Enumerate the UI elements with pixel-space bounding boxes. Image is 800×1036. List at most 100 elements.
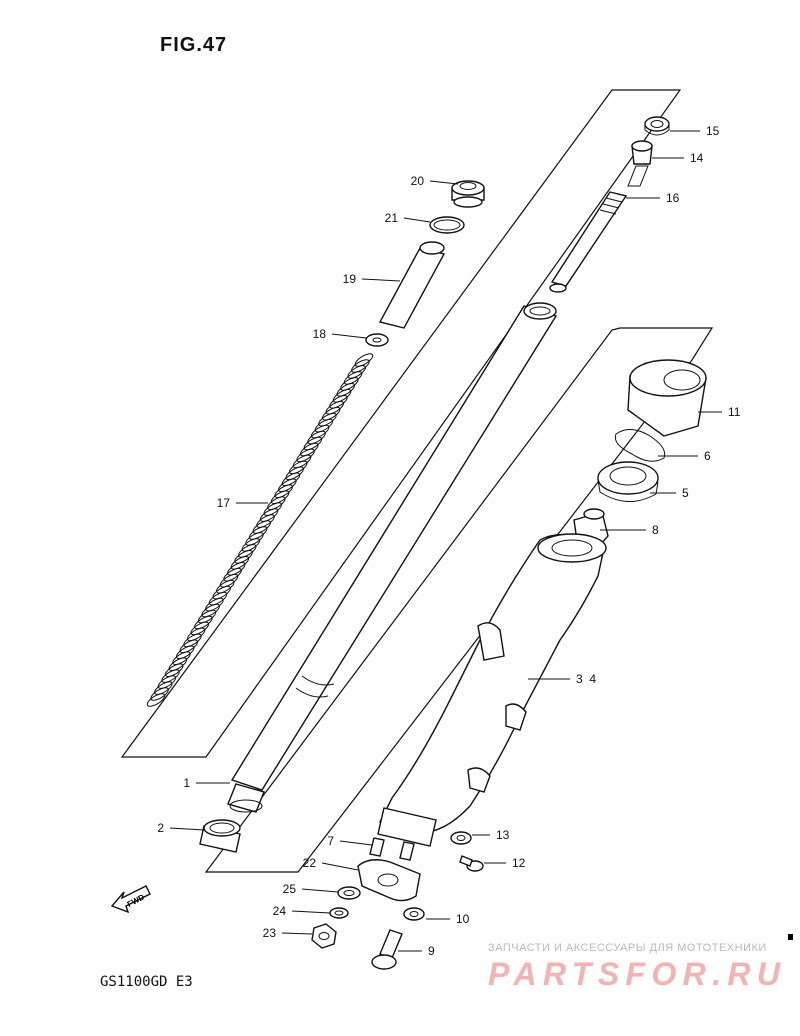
part-label: 24 (273, 904, 287, 918)
watermark-tagline: ЗАПЧАСТИ И АКСЕССУАРЫ ДЛЯ МОТОТЕХНИКИ (488, 942, 767, 954)
damper-rod (549, 191, 628, 293)
spring-coil (332, 389, 352, 403)
o-ring (429, 216, 465, 234)
spring-coil (201, 603, 220, 618)
cap-ring (644, 116, 670, 136)
part-label: 17 (217, 496, 231, 510)
spring-coil (197, 609, 217, 624)
watermark-logo: PARTSFOR.RU (488, 956, 781, 990)
leader-line (321, 862, 359, 871)
spring-coil (285, 466, 304, 481)
cap-bolt (451, 180, 485, 208)
spring-coil (340, 377, 359, 391)
spring-coil (234, 550, 253, 564)
part-label: 3 4 (576, 672, 596, 686)
spring-coil (270, 490, 290, 504)
leader-line (169, 827, 205, 831)
spring-coil (336, 383, 356, 397)
inner-tube (227, 302, 558, 813)
dust-seal (627, 359, 707, 437)
spring-coil (267, 496, 286, 510)
spring-coil (281, 472, 301, 487)
spring-coil (300, 442, 319, 457)
part-label: 8 (652, 523, 659, 537)
spring-coil (343, 371, 363, 385)
spring-coil (245, 532, 264, 546)
part-label: 2 (157, 821, 164, 835)
fork-spring (146, 353, 374, 707)
outer-tube (377, 533, 607, 847)
corner-mark (788, 934, 793, 940)
model-code: GS1100GD E3 (100, 974, 193, 990)
part-label: 5 (682, 486, 689, 500)
spring-coil (183, 633, 202, 648)
spring-coil (278, 478, 297, 493)
spring-coil (154, 681, 173, 695)
spring-coil (179, 639, 199, 654)
spring-coil (321, 406, 341, 421)
leader-line (301, 888, 339, 893)
spring-coil (296, 448, 315, 463)
spring-coil (310, 424, 330, 439)
spring-coil (146, 693, 166, 707)
spring-coil (190, 621, 210, 636)
spring-washer (365, 333, 389, 347)
spring-coil (157, 675, 177, 689)
part-label: 20 (411, 174, 425, 188)
spring-coil (354, 353, 374, 367)
spring-coil (205, 597, 224, 612)
spring-coil (164, 663, 184, 677)
spring-coil (194, 615, 213, 630)
leader-line (403, 217, 431, 223)
leader-line (331, 333, 367, 339)
leader-line (429, 180, 459, 185)
drain-screw (459, 855, 484, 872)
part-label: 16 (666, 191, 680, 205)
part-label: 19 (343, 272, 357, 286)
spring-coil (150, 687, 169, 701)
stopper-ring (614, 429, 666, 462)
oil-seal (597, 461, 659, 502)
axle-holder (357, 859, 421, 902)
spring-coil (212, 585, 231, 600)
part-label: 18 (313, 327, 327, 341)
spring-coil (168, 657, 188, 671)
bottom-washer (403, 907, 425, 921)
spring-coil (248, 526, 268, 540)
spring-coil (314, 418, 334, 433)
spacer-tube (378, 241, 446, 329)
part-label: 13 (496, 828, 510, 842)
spring-coil (227, 562, 246, 576)
leader-line (291, 910, 331, 914)
spring-coil (172, 651, 191, 665)
part-label: 10 (456, 912, 470, 926)
drain-washer (450, 831, 472, 845)
part-label: 12 (512, 856, 526, 870)
part-label: 15 (706, 124, 720, 138)
holder-nut (311, 923, 337, 949)
spring-coil (216, 579, 235, 594)
spring-coil (208, 591, 228, 606)
part-label: 22 (303, 856, 317, 870)
spring-coil (223, 567, 242, 582)
spring-coil (252, 520, 272, 534)
part-label: 1 (183, 776, 190, 790)
leader-line (339, 840, 373, 846)
damper-adjuster (627, 140, 653, 187)
spring-coil (303, 436, 323, 451)
spring-coil (351, 359, 370, 373)
part-label: 23 (263, 926, 277, 940)
part-label: 14 (690, 151, 704, 165)
lock-washer (329, 907, 349, 919)
leader-line (281, 932, 313, 935)
spring-coil (289, 460, 308, 475)
spring-coil (175, 645, 195, 660)
inner-tube-group-frame (120, 89, 682, 758)
spring-coil (307, 430, 326, 445)
spring-coil (241, 538, 261, 552)
fwd-arrow-icon: FWD (110, 885, 151, 914)
part-label: 9 (428, 944, 435, 958)
spring-coil (161, 669, 180, 683)
spring-coil (274, 484, 293, 498)
